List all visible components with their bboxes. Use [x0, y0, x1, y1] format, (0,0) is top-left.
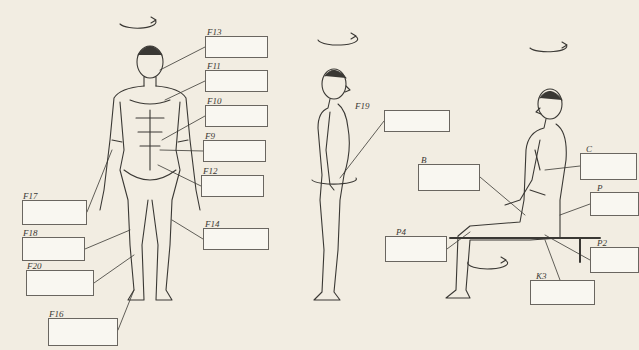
callout-label: K3: [536, 271, 547, 281]
label-box: P: [590, 192, 639, 216]
callout-label: C: [586, 144, 592, 154]
label-box: B: [418, 164, 480, 191]
label-box: F14: [203, 228, 269, 250]
callout-label: P: [597, 183, 603, 193]
label-box: F17: [22, 200, 87, 225]
rotation-arrow: [120, 17, 567, 269]
label-box: F12: [201, 175, 264, 197]
callout-label: F14: [205, 219, 220, 229]
callout-label: F17: [23, 191, 38, 201]
label-box: K3: [530, 280, 595, 305]
label-box: P2: [590, 247, 639, 273]
callout-label: F12: [203, 166, 218, 176]
callout-label: F11: [207, 61, 221, 71]
callout-label: B: [421, 155, 427, 165]
callout-label: F19: [355, 101, 370, 111]
leader-line: [85, 47, 590, 330]
callout-label: F20: [27, 261, 42, 271]
callout-label: F9: [205, 131, 215, 141]
label-box: F20: [26, 270, 94, 296]
front-figure: [100, 46, 200, 300]
callout-label: F18: [23, 228, 38, 238]
label-box: F19: [384, 110, 450, 132]
label-box: F11: [205, 70, 268, 92]
label-box: C: [580, 153, 637, 180]
label-box: F10: [205, 105, 268, 127]
label-box: F9: [203, 140, 266, 162]
callout-label: F16: [49, 309, 64, 319]
callout-label: P2: [597, 238, 607, 248]
label-box: F18: [22, 237, 85, 261]
label-box: P4: [385, 236, 447, 262]
label-box: F13: [205, 36, 268, 58]
seated-figure: [446, 89, 600, 298]
side-figure: [314, 69, 350, 300]
callout-label: F10: [207, 96, 222, 106]
callout-label: P4: [396, 227, 406, 237]
callout-label: F13: [207, 27, 222, 37]
label-box: F16: [48, 318, 118, 346]
